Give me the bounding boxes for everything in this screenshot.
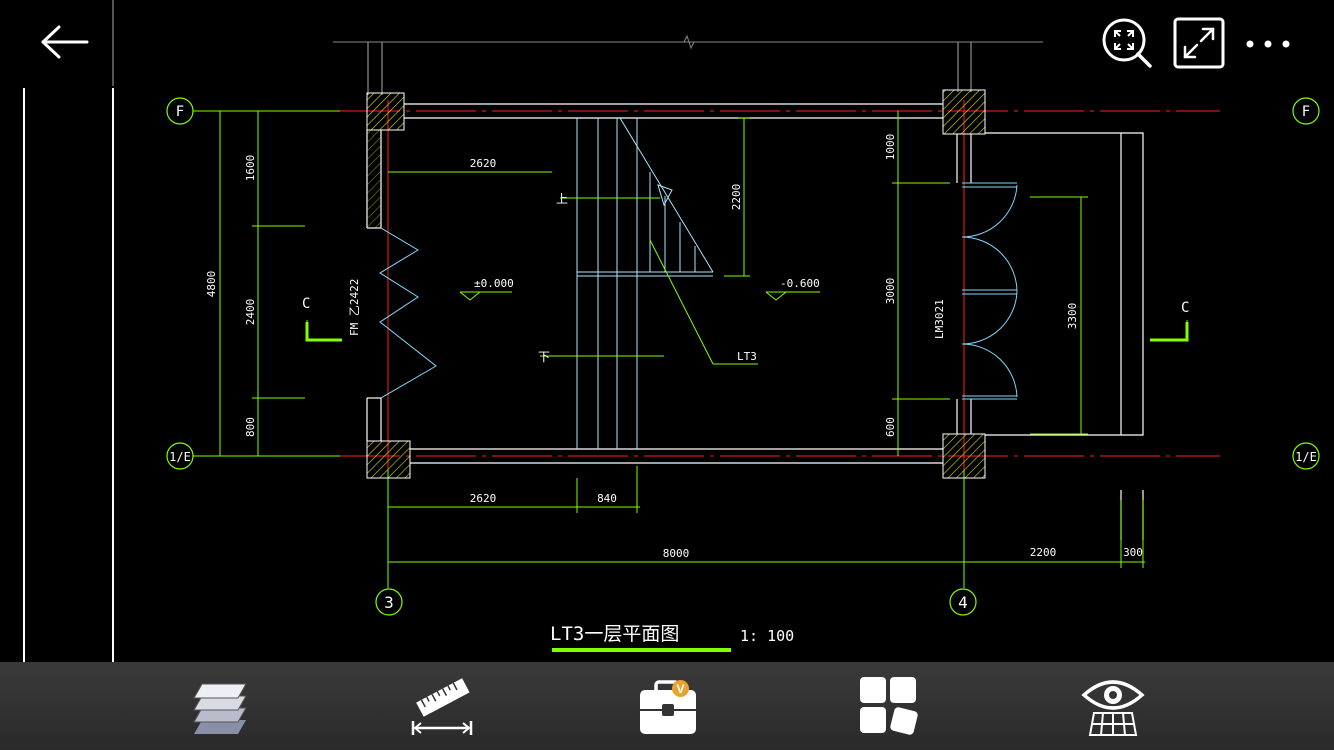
more-horizontal-icon: [1246, 40, 1290, 48]
dim-8000: 8000: [663, 547, 690, 560]
zoom-extents-icon: [1102, 18, 1152, 68]
drawing-viewport[interactable]: F F 1/E 1/E 3 4 2620 2200 1600 2400 800 …: [0, 0, 1334, 662]
drawing-scale: 1: 100: [740, 627, 794, 645]
dim-2400: 2400: [244, 299, 257, 326]
dim-840: 840: [597, 492, 617, 505]
grid-label-f-left: F: [176, 104, 184, 120]
stair-up-mark: 上: [556, 192, 568, 206]
bottom-toolbar: V: [0, 662, 1334, 750]
cad-drawing: F F 1/E 1/E 3 4 2620 2200 1600 2400 800 …: [23, 0, 1320, 662]
apps-grid-icon: [860, 677, 918, 735]
eye-grid-icon: [1081, 680, 1145, 736]
door-label-lm: LM3021: [933, 299, 946, 339]
grid-label-f-right: F: [1302, 104, 1310, 120]
dim-3300: 3300: [1066, 303, 1079, 330]
arrow-left-icon: [41, 25, 89, 59]
back-button[interactable]: [30, 14, 100, 70]
dim-1600: 1600: [244, 155, 257, 182]
zoom-extents-button[interactable]: [1100, 16, 1156, 72]
dim-300: 300: [1123, 546, 1143, 559]
dim-4800: 4800: [205, 271, 218, 298]
layers-button[interactable]: [180, 670, 260, 744]
measure-button[interactable]: [402, 670, 482, 744]
fullscreen-icon: [1173, 17, 1225, 69]
dim-2620-bottom: 2620: [470, 492, 497, 505]
dimension-lines: [214, 110, 1188, 568]
apps-button[interactable]: [849, 670, 929, 744]
grid-label-1e-left: 1/E: [169, 450, 191, 464]
vip-badge: V: [672, 680, 689, 697]
dim-600: 600: [884, 417, 897, 437]
elevation-negative: -0.600: [780, 277, 820, 290]
axis-lines: [340, 100, 1220, 470]
dim-2200-bottom: 2200: [1030, 546, 1057, 559]
more-button[interactable]: [1240, 24, 1296, 64]
break-symbol: [683, 34, 695, 50]
dim-1000: 1000: [884, 134, 897, 161]
drawing-labels: FM 乙2422 LM3021 ±0.000 -0.600 LT3 上 下 C …: [302, 192, 1189, 364]
stair-name-label: LT3: [737, 350, 757, 363]
view-button[interactable]: [1073, 670, 1153, 744]
section-label-left: C: [302, 296, 310, 312]
door-label-fm: FM 乙2422: [348, 279, 361, 336]
doors: [379, 182, 1018, 400]
dim-2200-stair: 2200: [730, 184, 743, 211]
measure-ruler-icon: [411, 678, 473, 735]
stair: [576, 117, 714, 449]
grid-label-4: 4: [958, 593, 968, 612]
stair-down-mark: 下: [538, 350, 550, 364]
dimension-texts: 2620 2200 1600 2400 800 4800 1000 3000 6…: [205, 134, 1143, 560]
axis-leaders: [193, 110, 965, 588]
section-marks: [305, 322, 1189, 342]
elevation-zero: ±0.000: [474, 277, 514, 290]
columns: [366, 89, 986, 479]
axis-bubble-labels: F F 1/E 1/E 3 4: [169, 104, 1317, 612]
toolbox-button[interactable]: V: [627, 670, 707, 744]
fullscreen-button[interactable]: [1172, 16, 1226, 70]
drawing-title-block: LT3一层平面图 1: 100: [550, 623, 794, 652]
layers-icon: [193, 683, 247, 734]
axis-bubbles: [166, 97, 1320, 616]
dim-2620-top: 2620: [470, 157, 497, 170]
drawing-title: LT3一层平面图: [550, 623, 679, 645]
section-label-right: C: [1181, 300, 1189, 316]
dim-3000: 3000: [884, 278, 897, 305]
dim-800-left: 800: [244, 417, 257, 437]
grid-label-1e-right: 1/E: [1295, 450, 1317, 464]
toolbox-icon: [640, 680, 696, 734]
grid-label-3: 3: [384, 593, 394, 612]
